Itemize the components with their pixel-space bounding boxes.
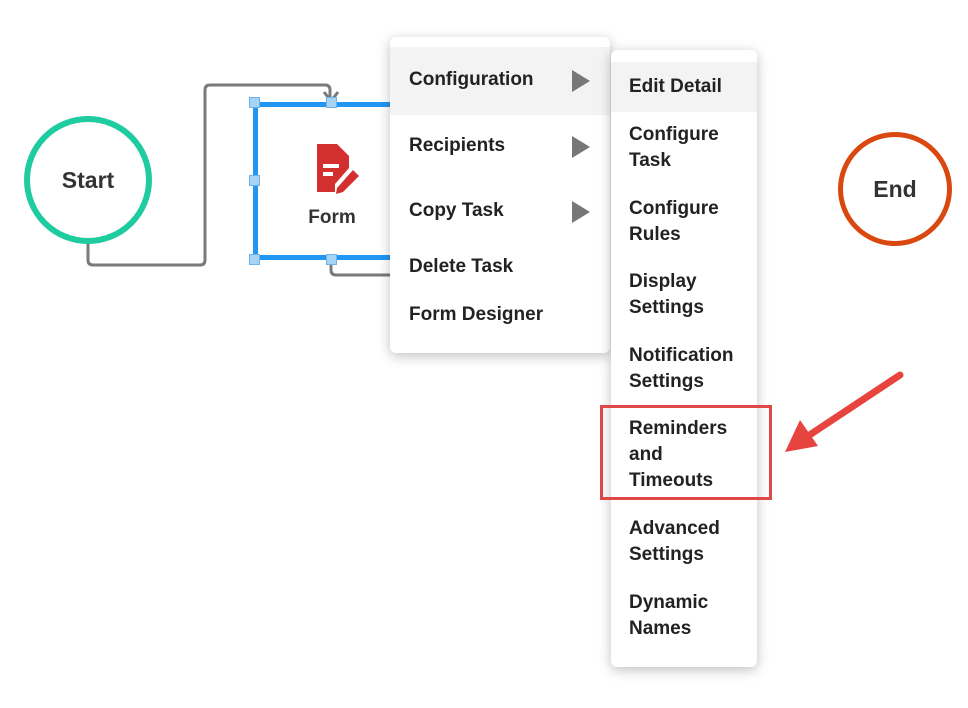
submenu: Edit Detail Configure Task Configure Rul… bbox=[611, 50, 757, 667]
submenu-item-reminders-and-timeouts[interactable]: Reminders and Timeouts bbox=[629, 418, 728, 491]
menu-item-delete-task[interactable]: Delete Task bbox=[409, 256, 514, 277]
submenu-arrow-icon bbox=[572, 136, 590, 158]
submenu-item-configure-task[interactable]: Configure Task bbox=[629, 124, 719, 171]
annotation-arrow bbox=[785, 371, 904, 452]
submenu-arrow-icon bbox=[572, 201, 590, 223]
highlight-box bbox=[600, 405, 772, 500]
form-node[interactable]: Form bbox=[253, 102, 413, 260]
end-node[interactable]: End bbox=[838, 132, 952, 246]
submenu-item-dynamic-names[interactable]: Dynamic Names bbox=[629, 592, 709, 639]
submenu-arrow-icon bbox=[572, 70, 590, 92]
start-label: Start bbox=[61, 166, 115, 193]
submenu-item-edit-detail[interactable]: Edit Detail bbox=[611, 62, 757, 112]
submenu-item-notification-settings[interactable]: Notification Settings bbox=[629, 345, 734, 392]
resize-handle[interactable] bbox=[249, 254, 260, 265]
end-label: End bbox=[873, 175, 917, 202]
menu-item-copy-task[interactable]: Copy Task bbox=[390, 188, 610, 238]
form-icon bbox=[317, 144, 359, 194]
resize-handle[interactable] bbox=[249, 97, 260, 108]
start-node[interactable]: Start bbox=[24, 116, 152, 244]
menu-item-form-designer[interactable]: Form Designer bbox=[409, 304, 544, 325]
context-menu: Configuration Recipients Copy Task Delet… bbox=[390, 37, 610, 353]
submenu-item-display-settings[interactable]: Display Settings bbox=[629, 271, 704, 318]
menu-item-configuration[interactable]: Configuration bbox=[390, 47, 610, 115]
submenu-item-advanced-settings[interactable]: Advanced Settings bbox=[629, 518, 720, 565]
resize-handle[interactable] bbox=[326, 254, 337, 265]
menu-item-recipients[interactable]: Recipients bbox=[390, 123, 610, 173]
resize-handle[interactable] bbox=[249, 175, 260, 186]
resize-handle[interactable] bbox=[326, 97, 337, 108]
form-label: Form bbox=[308, 207, 356, 228]
submenu-item-configure-rules[interactable]: Configure Rules bbox=[629, 198, 719, 245]
